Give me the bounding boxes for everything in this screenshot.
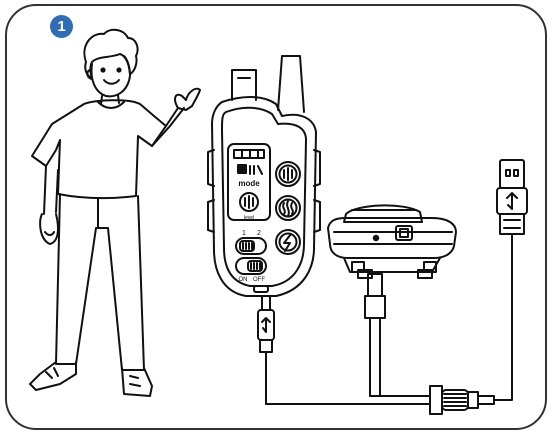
level-label: level bbox=[244, 215, 254, 221]
usb-charging-cable bbox=[257, 159, 528, 415]
person-illustration bbox=[29, 28, 201, 397]
channel-switch[interactable] bbox=[235, 237, 267, 255]
tone-button[interactable] bbox=[275, 195, 301, 221]
channel-2-label: 2 bbox=[257, 230, 261, 237]
power-on-label: ON bbox=[239, 277, 248, 283]
vibrate-button[interactable] bbox=[275, 161, 301, 187]
diagram-frame bbox=[5, 4, 547, 430]
receiver-collar bbox=[327, 204, 457, 279]
shock-button[interactable] bbox=[275, 229, 301, 255]
remote-transmitter: mode level 1 2 bbox=[207, 55, 321, 297]
power-switch[interactable] bbox=[235, 257, 267, 275]
step-number: 1 bbox=[57, 18, 66, 35]
step-number-badge: 1 bbox=[50, 15, 73, 38]
mode-label: mode bbox=[238, 179, 260, 188]
channel-1-label: 1 bbox=[242, 230, 246, 237]
power-off-label: OFF bbox=[253, 277, 265, 283]
